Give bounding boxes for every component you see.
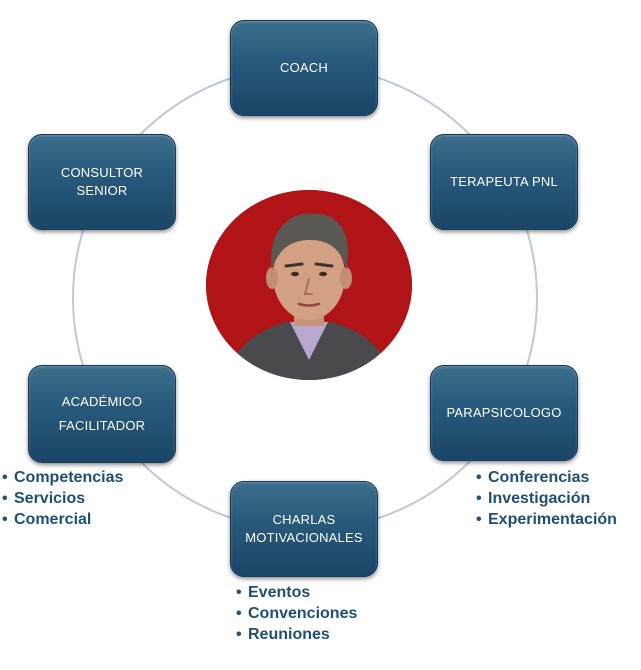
charlas-bullet-list: Eventos Convenciones Reuniones [236, 582, 357, 645]
list-item: Experimentación [476, 509, 617, 530]
academico-facilitador-node: ACADÉMICO FACILITADOR [28, 365, 176, 463]
list-item: Investigación [476, 488, 617, 509]
academico-label-line2: FACILITADOR [58, 418, 146, 433]
list-item: Comercial [2, 509, 123, 530]
parapsicologo-bullet-list: Conferencias Investigación Experimentaci… [476, 467, 617, 530]
list-item: Eventos [236, 582, 357, 603]
terapeuta-pnl-node: TERAPEUTA PNL [430, 134, 578, 230]
list-item: Servicios [2, 488, 123, 509]
coach-label: COACH [280, 60, 328, 75]
consultor-label-line2: SENIOR [76, 183, 128, 198]
academico-label-line1: ACADÉMICO [61, 394, 143, 409]
coach-node: COACH [230, 20, 378, 116]
list-item: Competencias [2, 467, 123, 488]
list-item: Convenciones [236, 603, 357, 624]
charlas-label-line1: CHARLAS [272, 512, 336, 527]
consultor-label-line1: CONSULTOR [60, 165, 144, 180]
consultor-senior-node: CONSULTOR SENIOR [28, 134, 176, 230]
terapeuta-pnl-label: TERAPEUTA PNL [450, 174, 558, 189]
parapsicologo-node: PARAPSICOLOGO [430, 365, 578, 461]
person-portrait-icon [206, 190, 412, 380]
list-item: Conferencias [476, 467, 617, 488]
academico-bullet-list: Competencias Servicios Comercial [2, 467, 123, 530]
list-item: Reuniones [236, 624, 357, 645]
parapsicologo-label: PARAPSICOLOGO [446, 405, 562, 420]
charlas-motivacionales-node: CHARLAS MOTIVACIONALES [230, 481, 378, 577]
charlas-label-line2: MOTIVACIONALES [245, 530, 363, 545]
